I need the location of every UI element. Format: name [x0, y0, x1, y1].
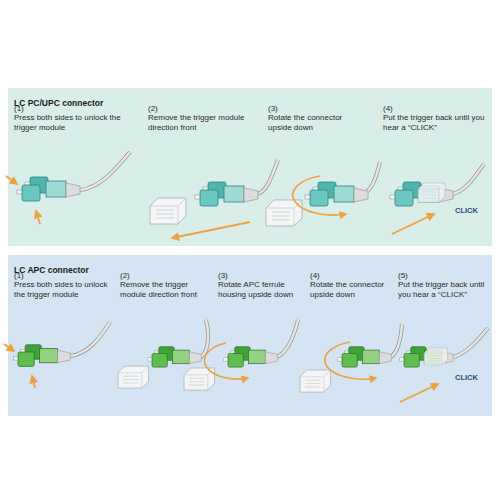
- step-3: [266, 162, 380, 226]
- illustration-part: [293, 176, 346, 215]
- illustration-part: [300, 370, 331, 392]
- step-2: [150, 160, 278, 238]
- step-text: Remove the trigger module direction fron…: [120, 280, 212, 299]
- illustration-part: [201, 320, 208, 357]
- illustration-part: [80, 152, 130, 190]
- illustration-part: [391, 324, 402, 357]
- step-text: Rotate the connector upside down: [268, 113, 368, 132]
- step-number: (4): [383, 104, 488, 114]
- illustration-part: [363, 162, 380, 194]
- step-text: Rotate APC ferrule housing upside down: [218, 280, 306, 299]
- illustration-part: [150, 198, 186, 224]
- illustration-part: [36, 211, 40, 224]
- illustration-part: [118, 366, 149, 388]
- illustration-part: [4, 344, 14, 351]
- illustration-part: [418, 183, 445, 203]
- step-1: [6, 152, 130, 224]
- click-label: CLICK: [455, 206, 478, 216]
- illustration-part: [258, 160, 278, 194]
- step-number: (2): [120, 271, 212, 281]
- illustration-part: [201, 320, 208, 357]
- illustration-part: [390, 182, 453, 206]
- click-label: CLICK: [455, 373, 478, 383]
- illustration-part: [454, 328, 488, 357]
- step-text: Put the trigger back until you hear a “C…: [383, 113, 488, 132]
- illustration-part: [400, 384, 438, 402]
- illustration-part: [32, 376, 35, 388]
- illustration-part: [70, 322, 110, 356]
- illustration-part: [391, 324, 402, 357]
- step-text: Remove the trigger module direction fron…: [148, 113, 253, 132]
- step-number: (5): [398, 271, 490, 281]
- illustration-part: [17, 177, 80, 201]
- illustration-part: [400, 347, 454, 367]
- illustration-part: [424, 348, 447, 365]
- illustration-part: [204, 343, 248, 379]
- illustration-part: [453, 164, 484, 194]
- illustration-part: [70, 322, 110, 356]
- illustration-part: [305, 182, 368, 206]
- step-3: [184, 320, 298, 390]
- illustration-part: [338, 347, 392, 367]
- step-number: (3): [268, 104, 368, 114]
- illustration-part: [454, 328, 488, 357]
- step-text: Press both sides to unlock the trigger m…: [14, 113, 126, 132]
- step-text: Rotate the connector upside down: [310, 280, 394, 299]
- step-4: [390, 164, 484, 234]
- step-number: (1): [14, 104, 124, 114]
- illustration-part: [195, 182, 258, 206]
- illustration-part: [6, 176, 17, 184]
- illustration-part: [172, 222, 250, 238]
- illustration-part: [392, 214, 434, 234]
- step-number: (1): [14, 271, 114, 281]
- step-5: [400, 328, 488, 402]
- instruction-panel: LC APC connector: [8, 255, 492, 416]
- step-number: (4): [310, 271, 394, 281]
- step-number: (3): [218, 271, 306, 281]
- illustration-part: [453, 164, 484, 194]
- illustration-part: [277, 320, 298, 357]
- instruction-panel: LC PC/UPC connector: [8, 88, 492, 246]
- step-4: [300, 324, 402, 392]
- step-number: (2): [148, 104, 248, 114]
- illustration-part: [14, 345, 71, 367]
- illustration-part: [277, 320, 298, 357]
- illustration-part: [80, 152, 130, 190]
- illustration-part: [325, 342, 376, 379]
- step-text: Put the trigger back until you hear a “C…: [398, 280, 490, 299]
- illustration-part: [148, 347, 202, 367]
- illustration-part: [363, 162, 380, 194]
- panel-heading: LC PC/UPC connector: [14, 98, 103, 108]
- illustration-part: [258, 160, 278, 194]
- step-1: [4, 322, 110, 388]
- illustration-part: [224, 347, 278, 367]
- step-text: Press both sides to unlock the trigger m…: [14, 280, 114, 299]
- panel-heading: LC APC connector: [14, 265, 89, 275]
